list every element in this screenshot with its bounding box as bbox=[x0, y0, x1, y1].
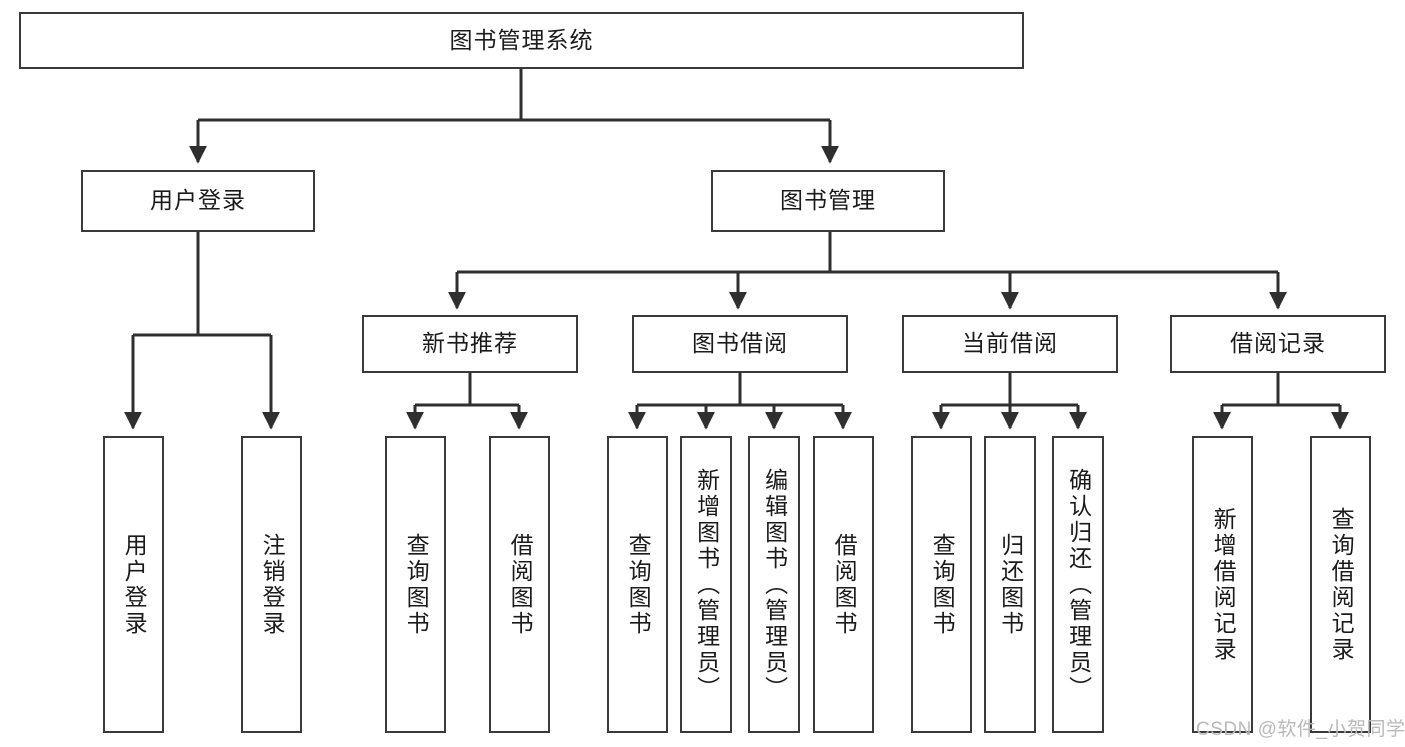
node-borrow-record[interactable]: 借阅记录 bbox=[1170, 315, 1386, 373]
node-leaf-add-record-label: 新增借阅记录 bbox=[1210, 506, 1237, 663]
node-leaf-borrow-book-2-label: 借阅图书 bbox=[831, 532, 858, 637]
node-leaf-borrow-book-2[interactable]: 借阅图书 bbox=[813, 436, 874, 733]
node-user-login-label: 用户登录 bbox=[150, 187, 246, 214]
node-leaf-confirm-return[interactable]: 确认归还（管理员） bbox=[1052, 436, 1104, 733]
node-leaf-edit-book[interactable]: 编辑图书（管理员） bbox=[748, 436, 800, 733]
node-borrow-record-label: 借阅记录 bbox=[1230, 330, 1326, 357]
node-leaf-query-book-1-label: 查询图书 bbox=[403, 532, 430, 637]
node-leaf-add-book[interactable]: 新增图书（管理员） bbox=[680, 436, 732, 733]
node-book-borrow[interactable]: 图书借阅 bbox=[632, 315, 848, 373]
node-leaf-query-book-2[interactable]: 查询图书 bbox=[607, 436, 668, 733]
node-user-login[interactable]: 用户登录 bbox=[81, 170, 315, 232]
node-leaf-query-record-label: 查询借阅记录 bbox=[1328, 506, 1355, 663]
node-leaf-edit-book-label: 编辑图书（管理员） bbox=[761, 467, 788, 702]
node-leaf-return-book[interactable]: 归还图书 bbox=[984, 436, 1036, 733]
node-book-manage-label: 图书管理 bbox=[780, 187, 876, 214]
node-leaf-borrow-book-1-label: 借阅图书 bbox=[507, 532, 534, 637]
node-new-book-recommend[interactable]: 新书推荐 bbox=[362, 315, 578, 373]
node-leaf-query-book-3[interactable]: 查询图书 bbox=[911, 436, 972, 733]
node-leaf-logout-login[interactable]: 注销登录 bbox=[241, 436, 302, 733]
node-root-label: 图书管理系统 bbox=[449, 26, 594, 53]
csdn-watermark: CSDN @软件_小贺同学 bbox=[1196, 719, 1405, 740]
node-book-manage[interactable]: 图书管理 bbox=[711, 170, 945, 232]
node-book-borrow-label: 图书借阅 bbox=[692, 330, 788, 357]
node-leaf-user-login[interactable]: 用户登录 bbox=[103, 436, 164, 733]
node-leaf-query-record[interactable]: 查询借阅记录 bbox=[1310, 436, 1371, 733]
node-leaf-borrow-book-1[interactable]: 借阅图书 bbox=[489, 436, 550, 733]
node-leaf-return-book-label: 归还图书 bbox=[997, 532, 1024, 637]
node-current-borrow-label: 当前借阅 bbox=[962, 330, 1058, 357]
node-leaf-logout-login-label: 注销登录 bbox=[259, 532, 286, 637]
node-leaf-query-book-2-label: 查询图书 bbox=[625, 532, 652, 637]
node-leaf-query-book-1[interactable]: 查询图书 bbox=[385, 436, 446, 733]
node-leaf-query-book-3-label: 查询图书 bbox=[929, 532, 956, 637]
node-leaf-confirm-return-label: 确认归还（管理员） bbox=[1065, 467, 1092, 702]
node-current-borrow[interactable]: 当前借阅 bbox=[902, 315, 1118, 373]
node-root[interactable]: 图书管理系统 bbox=[19, 12, 1024, 69]
node-leaf-add-record[interactable]: 新增借阅记录 bbox=[1192, 436, 1253, 733]
node-leaf-user-login-label: 用户登录 bbox=[121, 532, 148, 637]
node-new-book-recommend-label: 新书推荐 bbox=[422, 330, 518, 357]
node-leaf-add-book-label: 新增图书（管理员） bbox=[693, 467, 720, 702]
